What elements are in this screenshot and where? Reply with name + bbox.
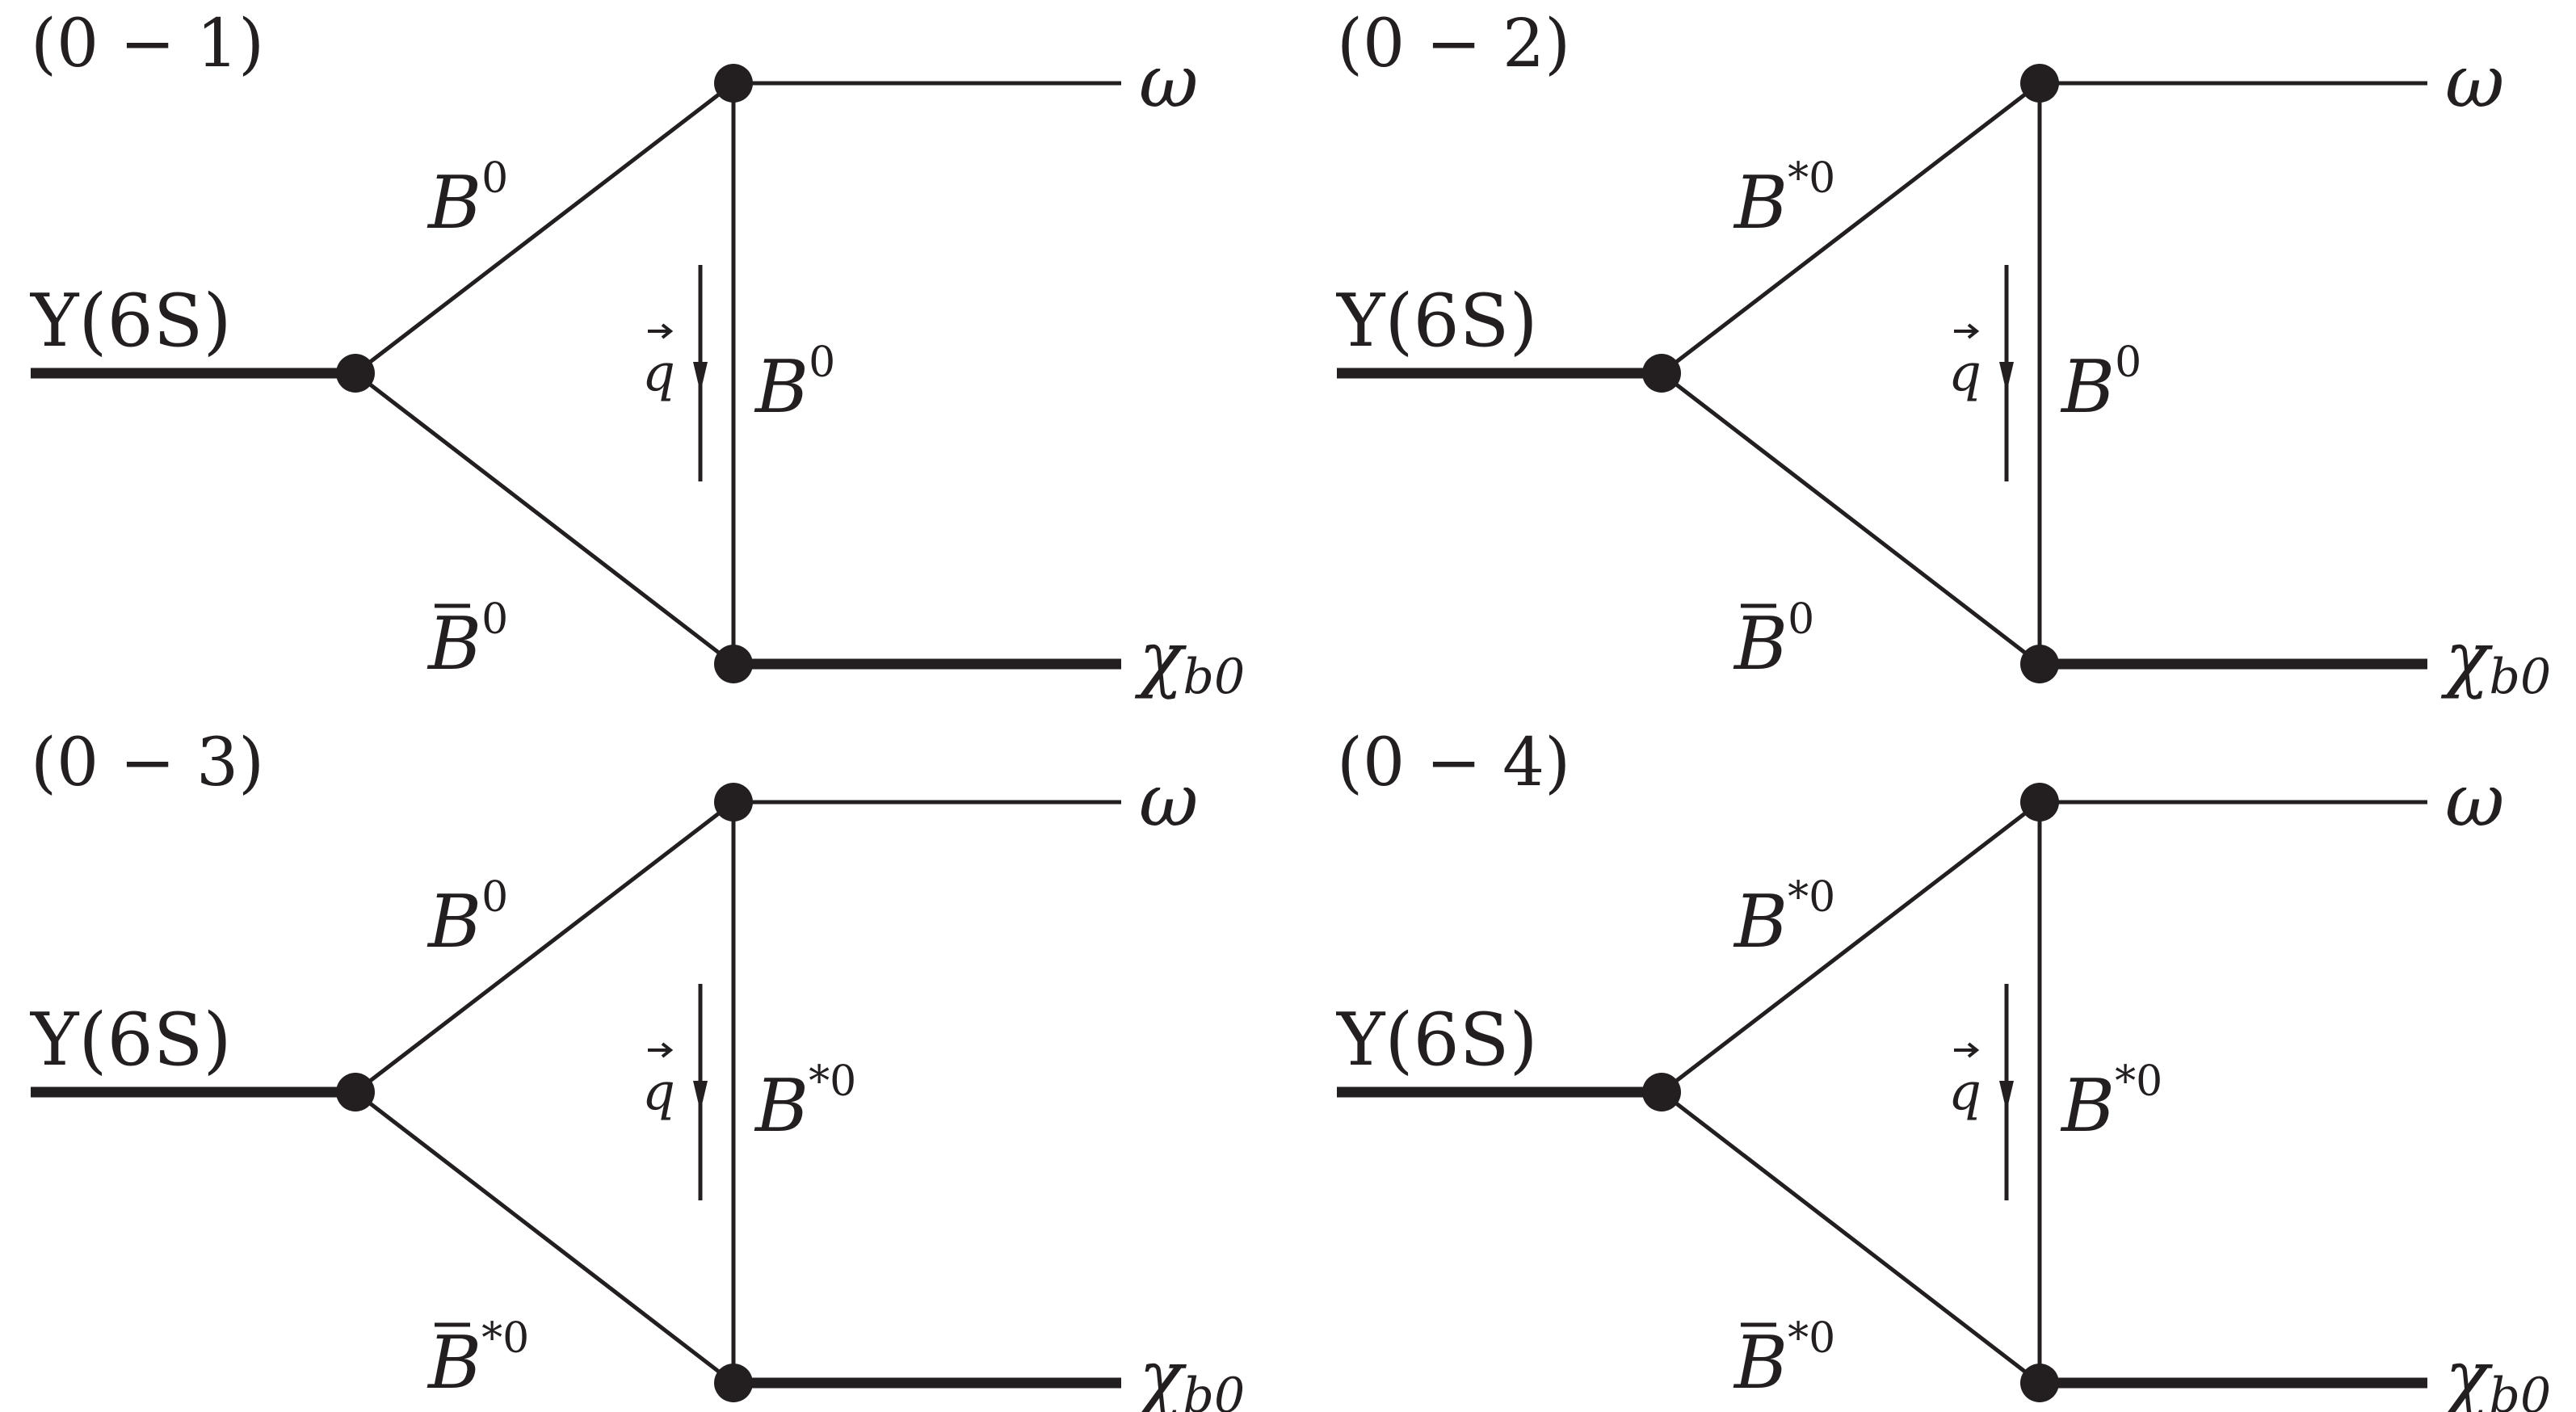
vector-arrow-icon xyxy=(1954,323,1980,339)
upper-meson-line xyxy=(1660,801,2041,1094)
lower-meson-line xyxy=(354,372,735,666)
momentum-arrowhead xyxy=(693,362,708,393)
upper-meson-label: B*0 xyxy=(1733,873,1835,964)
vertex-initial xyxy=(336,1073,375,1112)
lower-meson-line xyxy=(1660,1091,2041,1385)
vector-arrow-icon xyxy=(648,1042,674,1058)
lower-meson-label: B*0 xyxy=(427,1314,529,1406)
upper-meson-label: B*0 xyxy=(1733,154,1835,246)
vertex-bottom xyxy=(714,1364,753,1402)
lower-meson-line xyxy=(1660,372,2041,666)
momentum-label: q xyxy=(642,343,675,403)
initial-state-label: Υ(6S) xyxy=(1335,998,1538,1082)
vertex-bottom xyxy=(2020,645,2059,683)
lower-meson-label: B*0 xyxy=(1733,1314,1835,1406)
exchanged-meson-label: B0 xyxy=(2060,338,2141,430)
panel-label: (0 − 4) xyxy=(1337,725,1570,801)
vector-arrow-icon xyxy=(1954,1042,1980,1058)
momentum-arrowhead xyxy=(693,1081,708,1112)
panel-label: (0 − 3) xyxy=(31,725,264,801)
exchanged-meson-label: B*0 xyxy=(2060,1057,2162,1149)
vertex-bottom xyxy=(714,645,753,683)
panel-label: (0 − 2) xyxy=(1337,6,1570,82)
lower-meson-label: B0 xyxy=(427,595,508,687)
final-top-label: ω xyxy=(1139,40,1198,124)
vertex-top xyxy=(2020,64,2059,103)
initial-state-label: Υ(6S) xyxy=(29,279,232,364)
final-bottom-label: χb0 xyxy=(1134,616,1245,705)
momentum-label: q xyxy=(1948,343,1981,403)
vertex-initial xyxy=(1642,1073,1681,1112)
vector-arrow-icon xyxy=(648,323,674,339)
final-bottom-label: χb0 xyxy=(2440,616,2551,705)
final-top-label: ω xyxy=(2445,759,2504,843)
final-top-label: ω xyxy=(2445,40,2504,124)
momentum-arrowhead xyxy=(1999,362,2014,393)
momentum-arrowhead xyxy=(1999,1081,2014,1112)
final-top-label: ω xyxy=(1139,759,1198,843)
vertex-initial xyxy=(1642,354,1681,393)
upper-meson-line xyxy=(354,801,735,1094)
initial-state-label: Υ(6S) xyxy=(1335,279,1538,364)
upper-meson-label: B0 xyxy=(427,154,508,246)
panel-label: (0 − 1) xyxy=(31,6,264,82)
lower-meson-label: B0 xyxy=(1733,595,1814,687)
final-bottom-label: χb0 xyxy=(2440,1335,2551,1412)
exchanged-meson-label: B0 xyxy=(754,338,835,430)
vertex-top xyxy=(2020,783,2059,822)
upper-meson-label: B0 xyxy=(427,873,508,964)
vertex-initial xyxy=(336,354,375,393)
vertex-top xyxy=(714,64,753,103)
final-bottom-label: χb0 xyxy=(1134,1335,1245,1412)
momentum-label: q xyxy=(1948,1062,1981,1122)
vertex-bottom xyxy=(2020,1364,2059,1402)
upper-meson-line xyxy=(1660,82,2041,375)
initial-state-label: Υ(6S) xyxy=(29,998,232,1082)
upper-meson-line xyxy=(354,82,735,375)
lower-meson-line xyxy=(354,1091,735,1385)
exchanged-meson-label: B*0 xyxy=(754,1057,856,1149)
vertex-top xyxy=(714,783,753,822)
momentum-label: q xyxy=(642,1062,675,1122)
